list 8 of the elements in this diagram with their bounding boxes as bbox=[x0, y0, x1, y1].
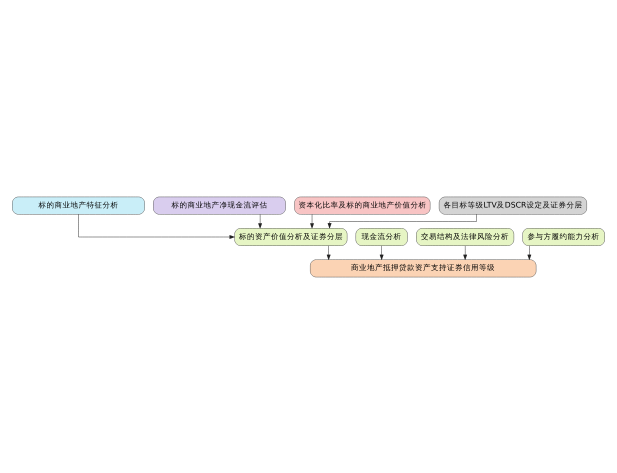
arrow bbox=[463, 245, 468, 260]
arrow bbox=[310, 214, 314, 228]
arrow bbox=[328, 214, 477, 228]
arrow bbox=[380, 245, 384, 260]
arrow bbox=[326, 245, 331, 260]
arrow bbox=[78, 214, 235, 238]
arrow bbox=[527, 245, 532, 260]
arrow bbox=[258, 214, 262, 228]
